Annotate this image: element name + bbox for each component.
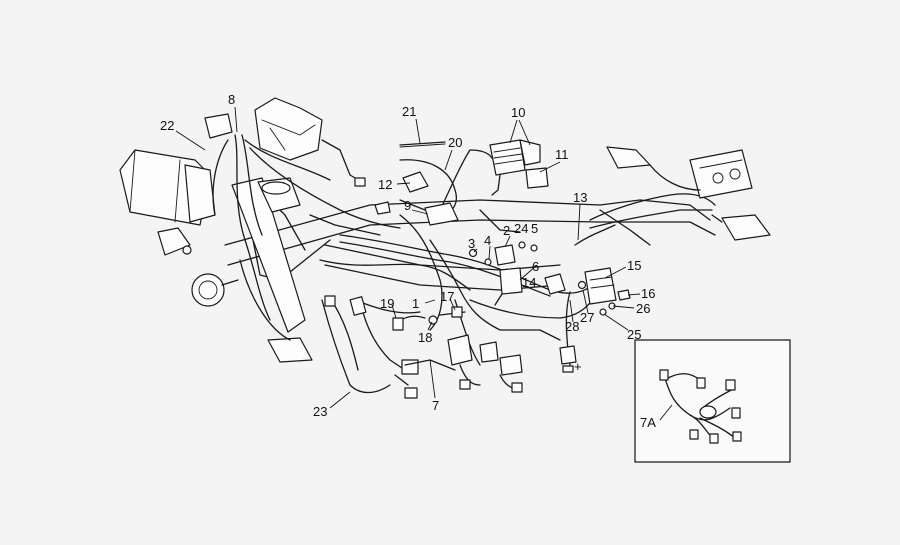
relay-11	[525, 167, 549, 189]
callout-3: 3	[468, 236, 475, 251]
relay-2	[494, 244, 516, 266]
connector-19	[392, 315, 426, 331]
callout-18: 18	[418, 330, 432, 345]
fuse-5	[530, 244, 538, 252]
callout-23: 23	[313, 404, 327, 419]
callout-28: 28	[565, 319, 579, 334]
callout-11: 11	[555, 147, 569, 162]
callout-6: 6	[532, 259, 539, 274]
fuse-box-15	[584, 267, 617, 305]
callout-20: 20	[448, 135, 462, 150]
coil-block	[447, 334, 523, 393]
callout-1: 1	[412, 296, 419, 311]
frame	[224, 194, 716, 291]
leader-lines	[175, 106, 673, 421]
relay-6	[494, 267, 523, 306]
connector-12	[402, 171, 429, 193]
callout-27: 27	[580, 310, 594, 325]
callout-4: 4	[484, 233, 491, 248]
harness-13	[574, 193, 716, 246]
callout-10: 10	[511, 105, 525, 120]
callout-15: 15	[627, 258, 641, 273]
harness-7a	[659, 369, 742, 444]
harness-23	[321, 295, 456, 399]
callout-8: 8	[228, 92, 235, 107]
rear-turn-signal-top	[606, 146, 701, 191]
callout-21: 21	[402, 104, 416, 119]
left-fork-leg	[231, 177, 313, 363]
plus-terminal-sign: +	[574, 359, 582, 374]
relay-block-9	[374, 199, 459, 226]
instrument-cluster	[204, 97, 366, 187]
harness-28	[559, 291, 577, 373]
callout-22: 22	[160, 118, 174, 133]
horn	[191, 273, 239, 307]
callout-24: 24	[514, 221, 528, 236]
rear-turn-signal-right	[711, 214, 771, 241]
callout-9: 9	[404, 198, 411, 213]
headlight-assembly	[119, 149, 216, 226]
regulator-10	[469, 139, 541, 196]
connector-18	[428, 315, 438, 325]
fuse-16	[617, 289, 631, 301]
callout-16: 16	[641, 286, 655, 301]
callout-25: 25	[627, 327, 641, 342]
left-turn-signal-front	[157, 227, 192, 256]
connector-25	[599, 308, 607, 316]
callout-7a: 7A	[640, 415, 656, 430]
callout-12: 12	[378, 177, 392, 192]
front-wiring-bundle	[212, 134, 401, 341]
connector-17	[439, 306, 466, 318]
callout-19: 19	[380, 296, 394, 311]
callout-labels: 8 22 21 20 10 11 12 9 13 3 4 2 24 5 6 14…	[160, 92, 656, 430]
callout-26: 26	[636, 301, 650, 316]
connector-27	[577, 280, 587, 290]
callout-14: 14	[522, 275, 536, 290]
inset-box	[634, 339, 791, 463]
connector-4	[484, 258, 492, 266]
callout-17: 17	[440, 289, 454, 304]
wire-21	[399, 141, 446, 148]
connector-14	[544, 273, 566, 295]
callout-7: 7	[432, 398, 439, 413]
taillight	[689, 149, 753, 199]
callout-2: 2	[503, 223, 510, 238]
fuse-24	[518, 241, 526, 249]
callout-13: 13	[573, 190, 587, 205]
callout-5: 5	[531, 221, 538, 236]
